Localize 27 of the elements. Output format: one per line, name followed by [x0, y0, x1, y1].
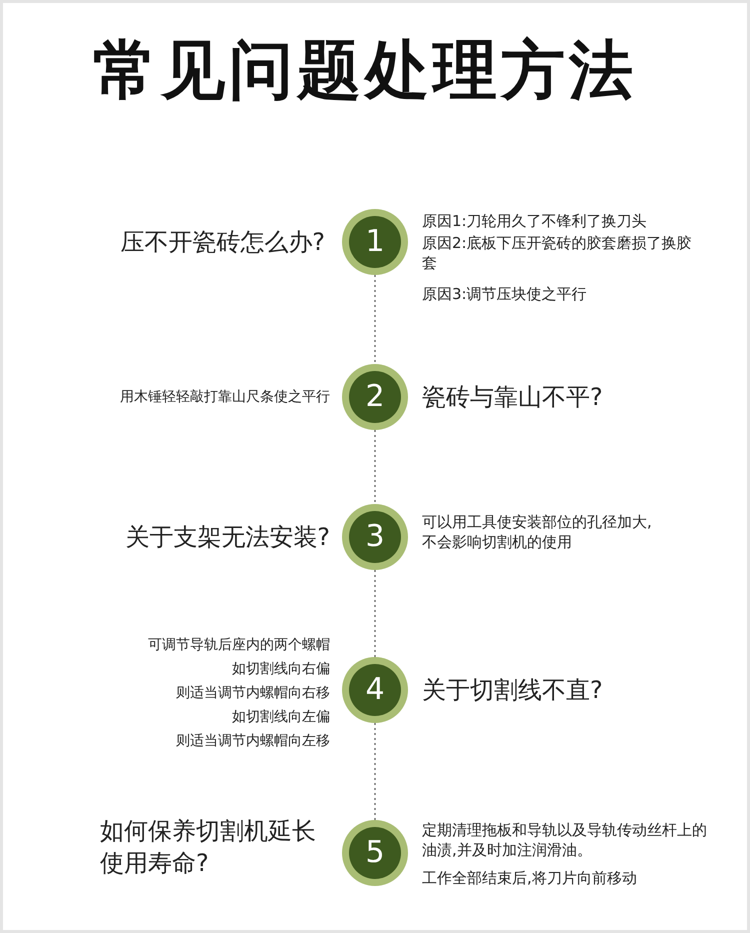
title: 常见问题处理方法	[92, 33, 638, 110]
answer-text: 可以用工具使安装部位的孔径加大,不会影响切割机的使用	[422, 512, 652, 552]
answer-text: 原因2:底板下压开瓷砖的胶套磨损了换胶套	[422, 233, 692, 274]
answer-text: 如切割线向左偏	[231, 708, 330, 727]
answer-text: 可调节导轨后座内的两个螺帽	[147, 636, 330, 655]
question-text: 关于切割线不直?	[422, 675, 604, 706]
question-text: 压不开瓷砖怎么办?	[119, 227, 325, 258]
answer-text: 原因1:刀轮用久了不锋利了换刀头	[422, 211, 648, 232]
answer-text: 如切割线向右偏	[231, 660, 330, 679]
answer-text: 用木锤轻轻敲打靠山尺条使之平行	[119, 388, 330, 407]
number-circle: 2	[342, 364, 408, 430]
connector-line	[374, 570, 376, 657]
connector-line	[374, 723, 376, 820]
number-circle: 1	[342, 209, 408, 275]
number-circle: 5	[342, 820, 408, 886]
number-circle: 3	[342, 504, 408, 570]
number-circle: 4	[342, 657, 408, 723]
answer-text: 工作全部结束后,将刀片向前移动	[422, 868, 638, 888]
answer-text: 原因3:调节压块使之平行	[422, 284, 588, 304]
connector-line	[374, 275, 376, 364]
connector-line	[374, 430, 376, 504]
answer-text: 则适当调节内螺帽向右移	[175, 684, 330, 703]
answer-text: 则适当调节内螺帽向左移	[175, 732, 330, 751]
answer-text: 定期清理拖板和导轨以及导轨传动丝杆上的油渍,并及时加注润滑油。	[422, 820, 708, 860]
question-text: 如何保养切割机延长使用寿命?	[100, 816, 317, 880]
question-text: 关于支架无法安装?	[124, 522, 330, 553]
question-text: 瓷砖与靠山不平?	[422, 382, 604, 413]
